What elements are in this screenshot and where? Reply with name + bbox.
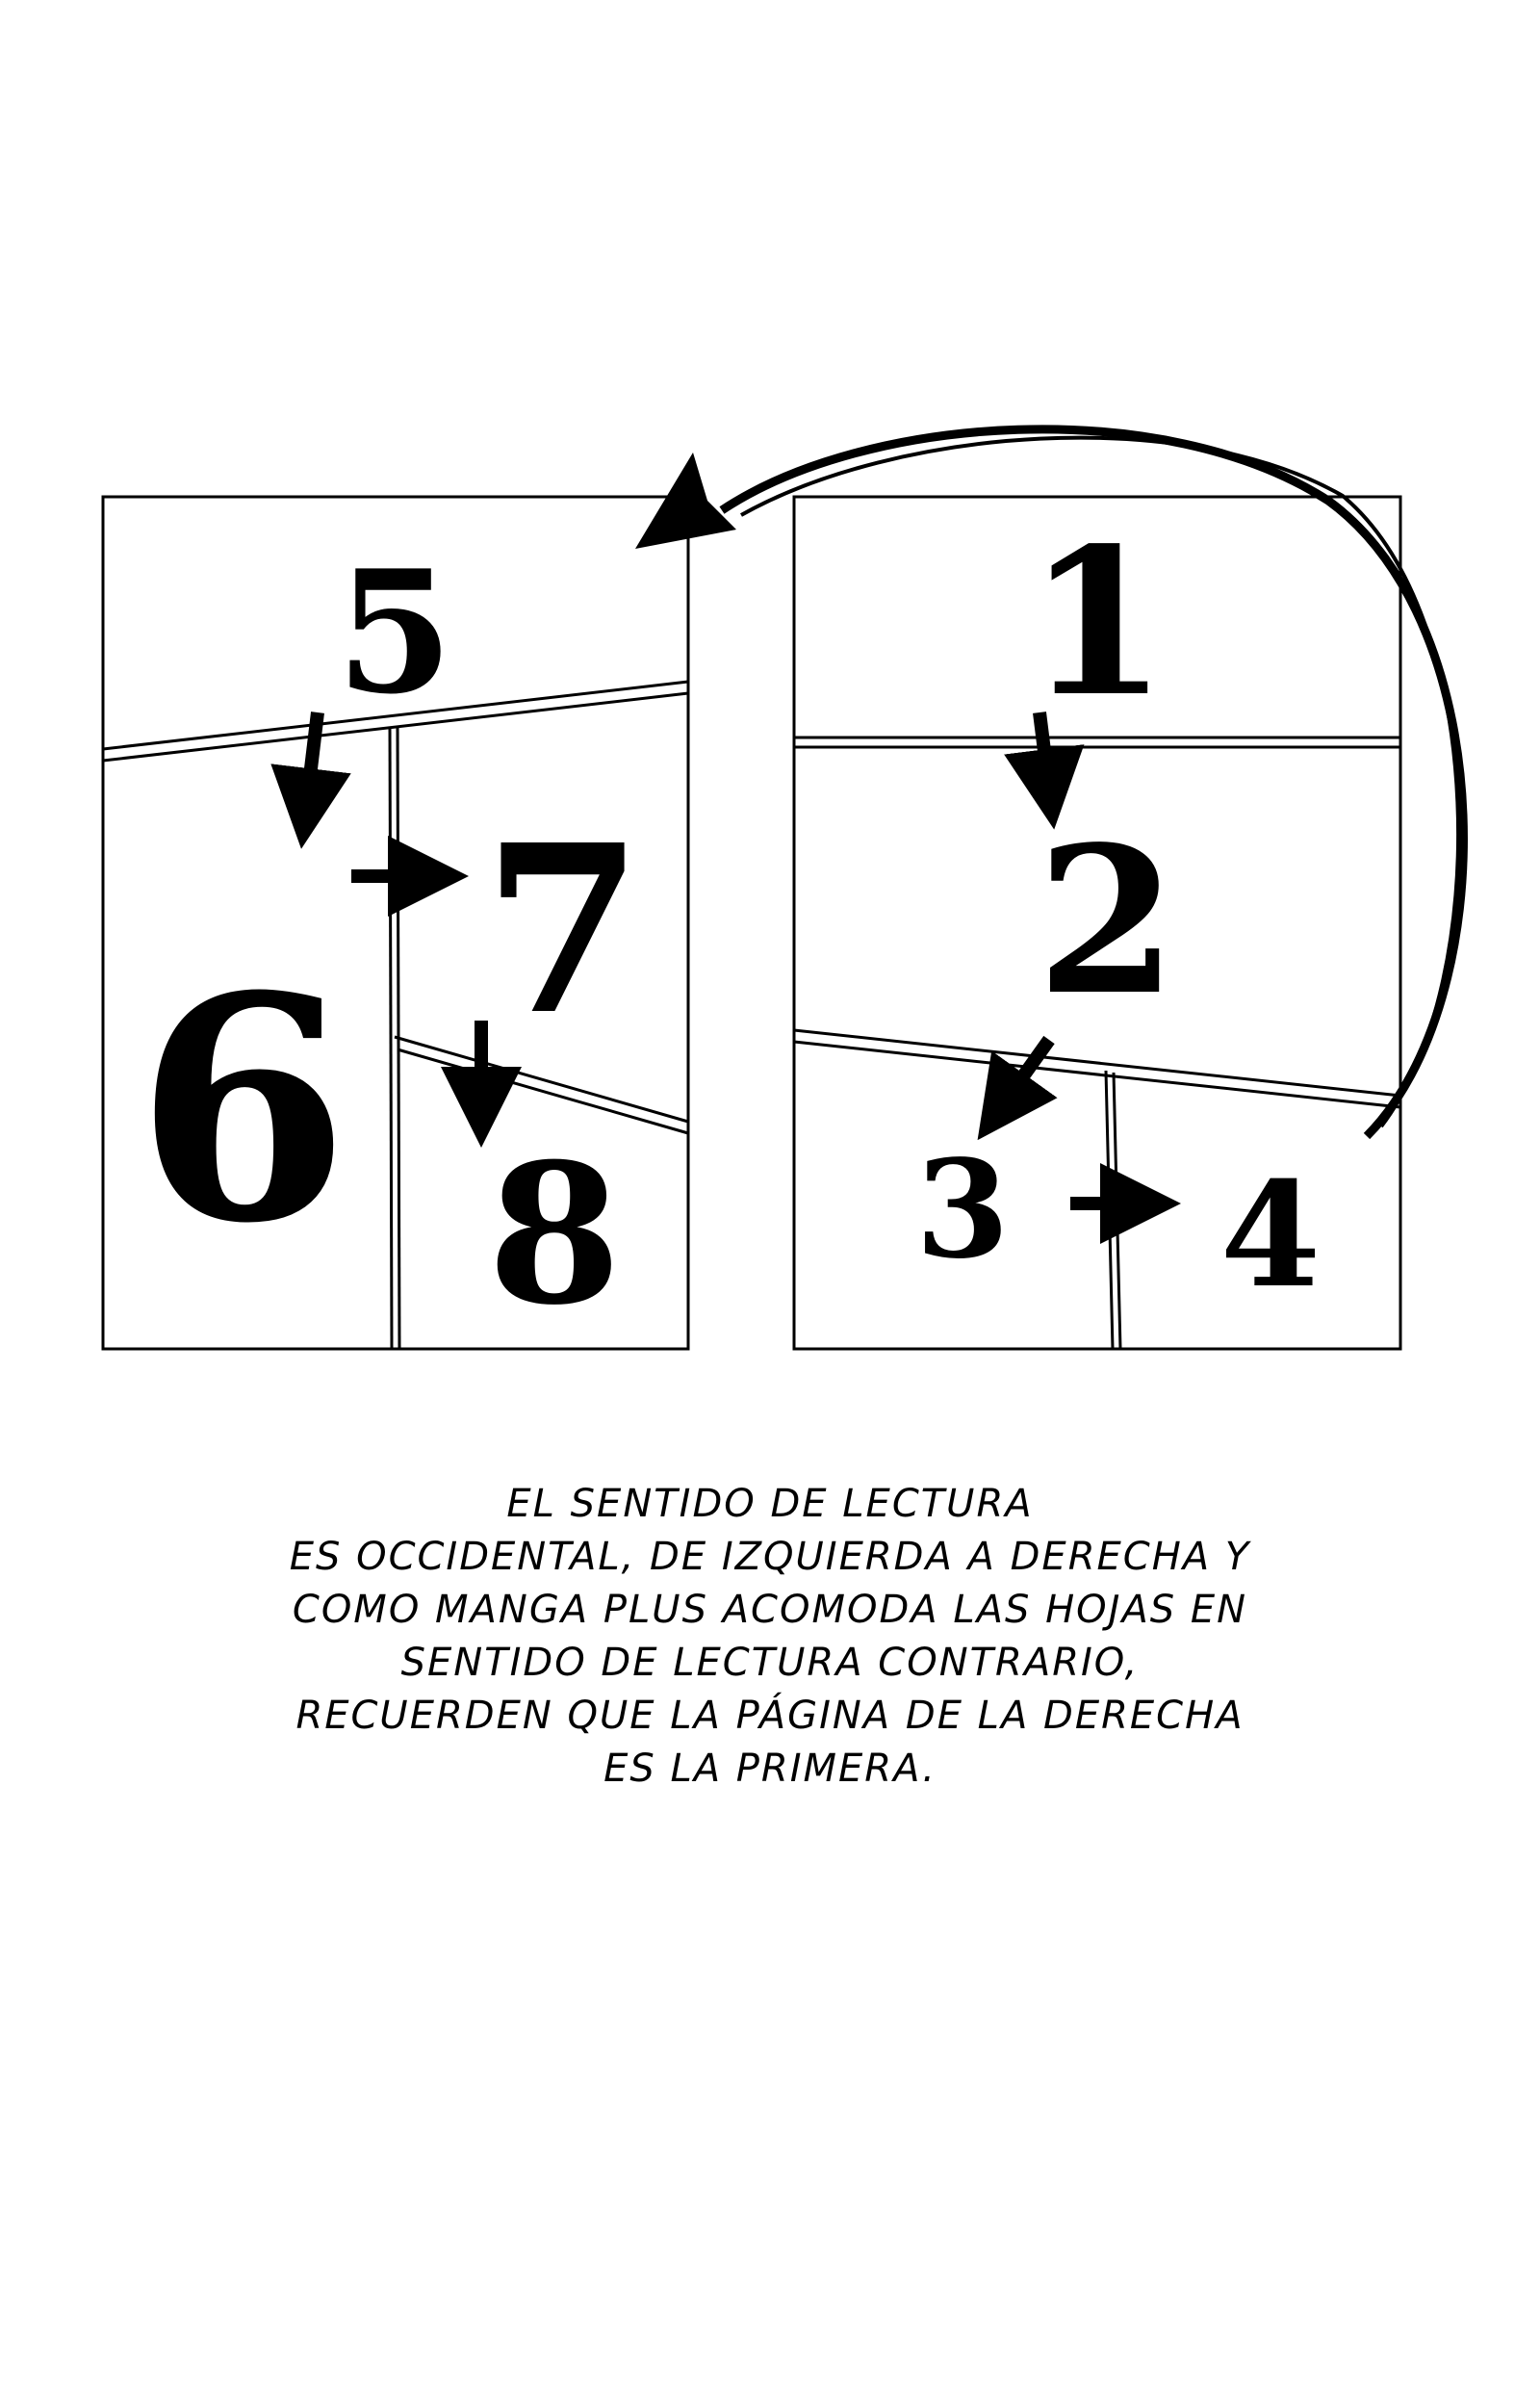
reading-instructions: EL SENTIDO DE LECTURA ES OCCIDENTAL, DE … (192, 1478, 1348, 1796)
left-panel-border-1b (102, 691, 689, 763)
reading-order-diagram: 5 6 7 8 1 2 3 4 (101, 425, 1468, 1351)
right-panel-border-2b (793, 1040, 1401, 1109)
caption-line-1: EL SENTIDO DE LECTURA (506, 1482, 1034, 1526)
arrow-5-to-6 (270, 712, 351, 849)
left-panel-border-3b (397, 1048, 689, 1135)
panel-number-1: 1 (1027, 504, 1168, 741)
left-panel-border-2 (388, 726, 394, 1350)
left-page: 5 6 7 8 (101, 495, 690, 1351)
left-panel-border-3 (394, 1035, 689, 1124)
panel-number-8: 8 (487, 1122, 621, 1348)
caption-line-4: SENTIDO DE LECTURA CONTRARIO, (400, 1641, 1140, 1685)
caption-line-6: ES LA PRIMERA. (603, 1747, 937, 1791)
panel-number-6: 6 (136, 930, 350, 1291)
caption-line-5: RECUERDEN QUE LA PÁGINA DE LA DERECHA (295, 1694, 1245, 1738)
left-page-frame (101, 495, 690, 1351)
curved-arrow-head (635, 453, 736, 549)
right-panel-border-2 (793, 1028, 1401, 1098)
right-page: 1 2 3 4 (792, 495, 1402, 1351)
caption-line-2: ES OCCIDENTAL, DE IZQUIERDA A DERECHA Y (289, 1535, 1251, 1579)
panel-number-3: 3 (915, 1131, 1009, 1289)
panel-number-7: 7 (483, 794, 644, 1066)
left-panel-border-1 (102, 680, 689, 751)
arrow-1-to-2 (1004, 712, 1085, 830)
caption-line-3: COMO MANGA PLUS ACOMODA LAS HOJAS EN (292, 1588, 1248, 1632)
panel-number-4: 4 (1220, 1151, 1321, 1320)
panel-number-2: 2 (1037, 802, 1177, 1040)
curved-arrow-4-to-5 (635, 425, 1468, 1140)
panel-number-5: 5 (336, 534, 453, 732)
arrow-2-to-3 (977, 1035, 1058, 1141)
